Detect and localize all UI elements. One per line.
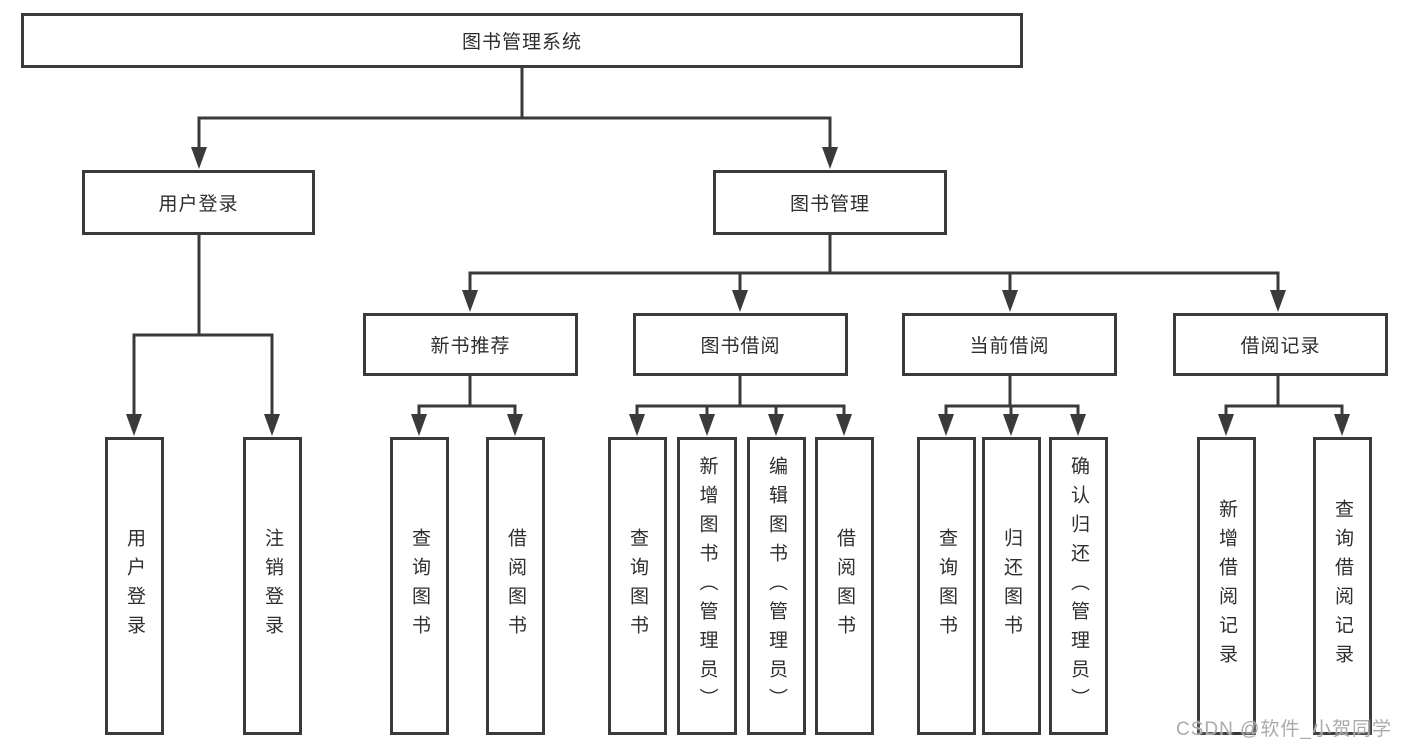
node-label: 查询借阅记录 (1332, 499, 1353, 673)
csdn-watermark: CSDN @软件_小贺同学 (1176, 719, 1392, 740)
node-label: 查询图书 (936, 528, 957, 644)
arrowhead-icon (629, 414, 645, 436)
node-current-borrow: 当前借阅 (902, 313, 1117, 376)
arrowhead-icon (264, 414, 280, 436)
node-label: 图书管理 (789, 194, 870, 215)
node-new-book-recommend: 新书推荐 (363, 313, 578, 376)
node-label: 借阅图书 (505, 528, 526, 644)
node-label: 图书借阅 (700, 336, 781, 357)
node-book-borrow: 图书借阅 (633, 313, 848, 376)
node-user-login-group: 用户登录 (82, 170, 315, 235)
arrowhead-icon (732, 290, 748, 312)
arrowhead-icon (768, 414, 784, 436)
node-label: 借阅记录 (1240, 336, 1321, 357)
node-recommend-query-books: 查询图书 (390, 437, 449, 735)
node-label: 新增图书（管理员） (696, 455, 718, 717)
node-borrow-edit-books-admin: 编辑图书（管理员） (747, 437, 806, 735)
arrowhead-icon (411, 414, 427, 436)
arrowhead-icon (1218, 414, 1234, 436)
arrowhead-icon (836, 414, 852, 436)
node-recommend-borrow-books: 借阅图书 (486, 437, 545, 735)
arrowhead-icon (1003, 414, 1019, 436)
node-records-add-borrow-record: 新增借阅记录 (1197, 437, 1256, 735)
node-label: 用户登录 (124, 528, 145, 644)
node-book-management: 图书管理 (713, 170, 947, 235)
arrowhead-icon (938, 414, 954, 436)
arrowhead-icon (1070, 414, 1086, 436)
node-current-query-books: 查询图书 (917, 437, 976, 735)
connector-path (132, 68, 1344, 418)
node-label: 注销登录 (262, 528, 283, 644)
node-label: 当前借阅 (969, 336, 1050, 357)
node-records-query-borrow-record: 查询借阅记录 (1313, 437, 1372, 735)
arrowhead-icon (1270, 290, 1286, 312)
node-label: 编辑图书（管理员） (766, 455, 787, 717)
arrowhead-icon (126, 414, 142, 436)
arrowhead-icon (822, 147, 838, 169)
node-label: 查询图书 (627, 528, 648, 644)
node-current-return-books: 归还图书 (982, 437, 1041, 735)
node-current-confirm-return-admin: 确认归还（管理员） (1049, 437, 1108, 735)
node-library-system: 图书管理系统 (21, 13, 1023, 68)
node-borrow-query-books: 查询图书 (608, 437, 667, 735)
node-label: 新增借阅记录 (1216, 499, 1237, 673)
arrowhead-icon (191, 147, 207, 169)
node-borrow-records: 借阅记录 (1173, 313, 1388, 376)
node-label: 用户登录 (158, 194, 239, 215)
node-label: 确认归还（管理员） (1068, 455, 1089, 717)
arrowhead-icon (462, 290, 478, 312)
arrowhead-icon (1002, 290, 1018, 312)
arrowhead-icon (1334, 414, 1350, 436)
node-label: 归还图书 (1001, 528, 1022, 644)
arrowhead-icon (507, 414, 523, 436)
node-user-login: 用户登录 (105, 437, 164, 735)
node-label: 查询图书 (409, 528, 430, 644)
node-label: 新书推荐 (430, 336, 511, 357)
node-logout-login: 注销登录 (243, 437, 302, 735)
node-borrow-borrow-books: 借阅图书 (815, 437, 874, 735)
node-borrow-add-books-admin: 新增图书（管理员） (677, 437, 737, 735)
node-label: 借阅图书 (834, 528, 855, 644)
node-label: 图书管理系统 (461, 32, 582, 53)
arrowhead-icon (699, 414, 715, 436)
